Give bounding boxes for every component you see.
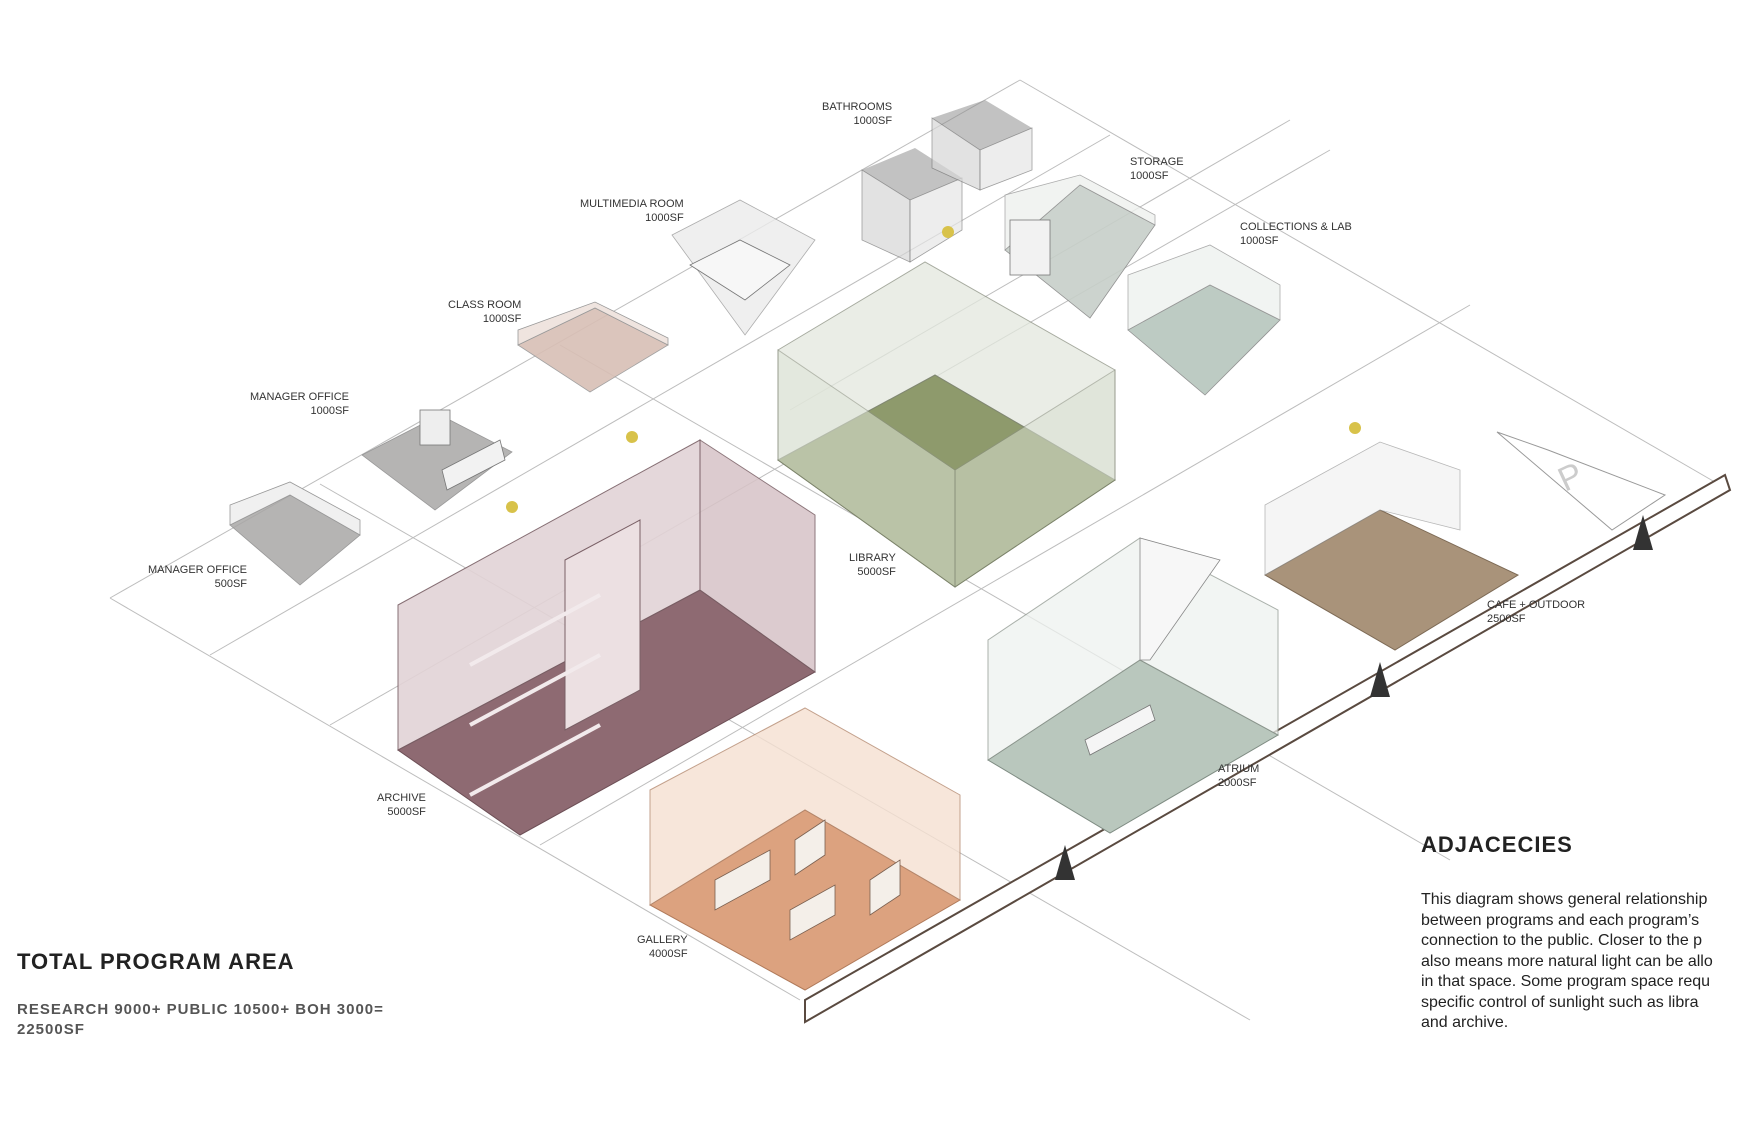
label-storage: STORAGE 1000SF [1130,155,1184,183]
program-name: MANAGER OFFICE [148,564,248,576]
program-area: 1000SF [310,405,350,417]
multimedia-block [671,199,816,336]
label-library: LIBRARY 5000SF [849,551,896,579]
library-block [777,261,1116,588]
program-area: 1000SF [1130,170,1169,182]
program-name: ARCHIVE [377,792,426,804]
description-line: and archive. [1421,1014,1509,1031]
label-gallery: GALLERY 4000SF [637,933,688,961]
tree-icon [1633,515,1653,550]
label-multimedia: MULTIMEDIA ROOM 1000SF [580,197,684,225]
program-area: 4000SF [649,948,688,960]
tree-icons [1055,515,1653,880]
tree-icon [1055,845,1075,880]
storage-block [1004,174,1156,319]
adjacencies-title: ADJACECIES [1421,832,1573,857]
sun-icons [506,226,1361,513]
label-manager-office-1000: MANAGER OFFICE 1000SF [250,390,349,418]
atrium-block [987,537,1280,834]
label-collections: COLLECTIONS & LAB 1000SF [1240,220,1352,248]
description-line: specific control of sunlight such as lib… [1421,993,1699,1011]
program-area: 500SF [214,578,248,590]
label-atrium: ATRIUM 2000SF [1218,762,1259,790]
sun-icon [506,501,518,513]
program-name: CAFE + OUTDOOR [1487,599,1586,611]
label-archive: ARCHIVE 5000SF [377,791,426,819]
label-classroom: CLASS ROOM 1000SF [448,298,521,326]
program-name: LIBRARY [849,552,896,564]
label-manager-office-500: MANAGER OFFICE 500SF [148,563,247,591]
program-area: 2000SF [1218,777,1257,789]
program-name: GALLERY [637,934,688,946]
archive-block [397,439,816,836]
cafe-block [1263,431,1667,651]
program-name: BATHROOMS [822,101,893,113]
description-line: This diagram shows general relationship [1421,891,1708,908]
classroom-block [517,301,669,393]
program-area: 2500SF [1487,613,1526,625]
program-area: 5000SF [857,566,896,578]
program-name: STORAGE [1130,156,1184,168]
program-name: COLLECTIONS & LAB [1240,221,1352,233]
manager-office-500-block [229,481,361,586]
collections-block [1127,244,1281,396]
tree-icon [1370,662,1390,697]
sun-icon [942,226,954,238]
sun-icon [626,431,638,443]
description-line: also means more natural light can be all… [1421,952,1713,970]
manager-office-1000-block [361,409,513,511]
program-name: MULTIMEDIA ROOM [580,198,684,210]
program-area: 1000SF [853,115,893,127]
program-name: ATRIUM [1218,763,1260,775]
sun-icon [1349,422,1361,434]
program-area: 5000SF [387,806,426,818]
program-area: 1000SF [645,212,684,224]
program-name: MANAGER OFFICE [250,391,350,403]
program-area: 1000SF [482,313,522,325]
road [804,473,1732,1024]
bathrooms-block [861,100,1033,263]
total-program-area-text: RESEARCH 9000+ PUBLIC 10500+ BOH 3000= 2… [17,1001,384,1038]
program-area: 1000SF [1240,235,1279,247]
program-name: CLASS ROOM [448,299,522,311]
label-bathrooms: BATHROOMS 1000SF [822,100,892,128]
label-cafe: CAFE + OUTDOOR 2500SF [1487,598,1585,626]
description-line: in that space. Some program space requ [1421,973,1711,990]
description-line: connection to the public. Closer to the … [1421,932,1703,949]
description-line: between programs and each program’s [1421,911,1700,929]
gallery-block [649,707,961,991]
total-program-area-title: TOTAL PROGRAM AREA [17,949,295,974]
adjacencies-description: This diagram shows general relationship … [1421,890,1760,1034]
